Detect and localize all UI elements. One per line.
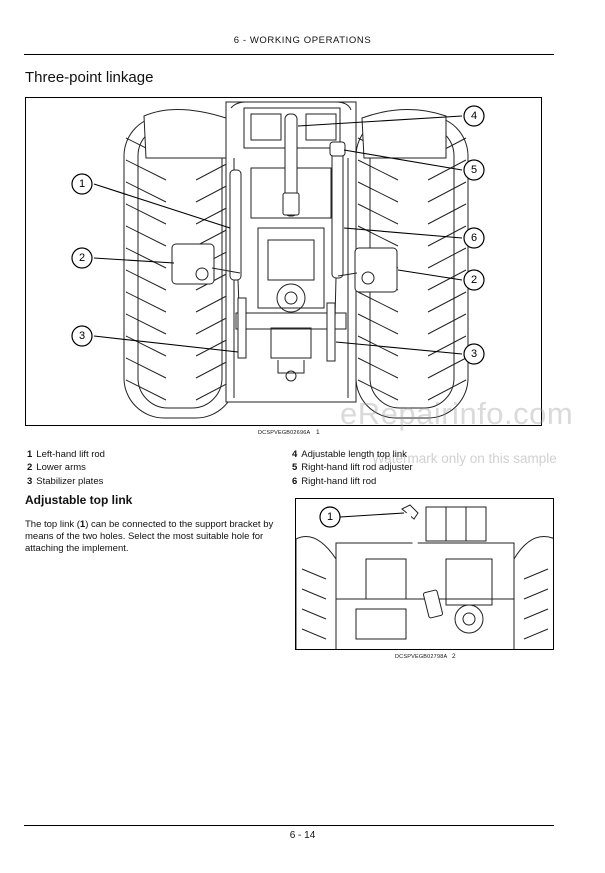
figure1-leader-lines bbox=[93, 115, 463, 355]
svg-text:6: 6 bbox=[471, 232, 477, 244]
callout-4-top-link: 4 bbox=[463, 105, 485, 127]
callout-5-right-lift-rod-adjuster: 5 bbox=[463, 159, 485, 181]
figure2-number: 2 bbox=[452, 653, 456, 660]
tractor-rear-illustration: 1 2 3 4 5 6 2 3 bbox=[71, 101, 485, 419]
callout-2-lower-arm-left: 2 bbox=[71, 247, 93, 269]
watermark-text: Watermark only on this sample bbox=[372, 451, 557, 466]
figure-three-point-linkage: 1 2 3 4 5 6 2 3 bbox=[25, 97, 542, 426]
watermark-logo: eRepairinfo.com bbox=[340, 396, 574, 431]
svg-text:1: 1 bbox=[79, 178, 85, 190]
figure-adjustable-top-link: 1 bbox=[295, 498, 554, 650]
figure1-reference-code: DCSPVEGB02696A bbox=[258, 430, 311, 436]
running-header: 6 - WORKING OPERATIONS bbox=[233, 35, 372, 46]
stabilizer-plates bbox=[237, 297, 336, 362]
subsection-title: Adjustable top link bbox=[25, 493, 133, 507]
top-link bbox=[282, 113, 300, 217]
callout-3-stabilizer-right: 3 bbox=[463, 343, 485, 365]
figure2-reference-code: DCSPVEGB02798A bbox=[395, 654, 448, 660]
footer-rule bbox=[24, 825, 554, 826]
lower-arms bbox=[171, 243, 398, 293]
figure2-leader-line bbox=[339, 512, 405, 518]
subsection-body: The top link (1) can be connected to the… bbox=[25, 519, 274, 554]
svg-text:4: 4 bbox=[471, 110, 477, 122]
svg-text:2: 2 bbox=[79, 252, 85, 264]
callout-6-right-lift-rod: 6 bbox=[463, 227, 485, 249]
page-number: 6 - 14 bbox=[289, 830, 316, 841]
tractor-rear-detail bbox=[296, 506, 553, 649]
callout-1-left-lift-rod: 1 bbox=[71, 173, 93, 195]
svg-text:5: 5 bbox=[471, 164, 477, 176]
callout-3-stabilizer-left: 3 bbox=[71, 325, 93, 347]
top-link bbox=[401, 504, 444, 628]
svg-text:3: 3 bbox=[79, 330, 85, 342]
svg-text:2: 2 bbox=[471, 274, 477, 286]
top-link-illustration: 1 bbox=[296, 504, 553, 649]
svg-text:1: 1 bbox=[327, 511, 333, 523]
figure1-number: 1 bbox=[316, 429, 320, 436]
svg-text:3: 3 bbox=[471, 348, 477, 360]
section-title: Three-point linkage bbox=[25, 69, 154, 86]
callout-2-lower-arm-right: 2 bbox=[463, 269, 485, 291]
header-rule bbox=[24, 54, 554, 55]
callout-1-top-link: 1 bbox=[319, 506, 341, 528]
